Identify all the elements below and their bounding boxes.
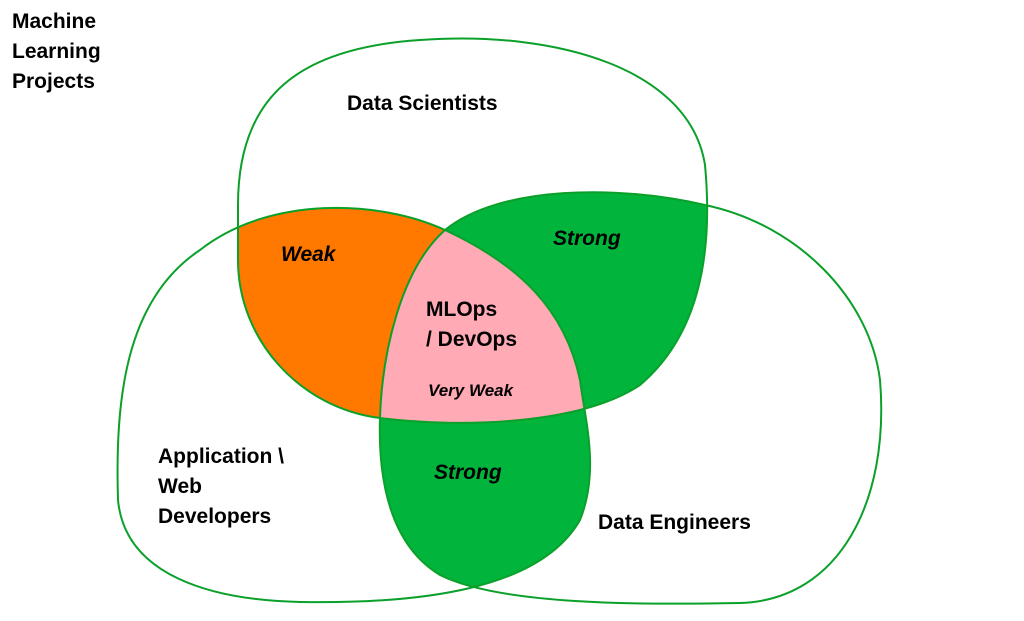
app-developers-label-line: Web <box>158 475 202 498</box>
very-weak-label: Very Weak <box>428 381 515 400</box>
app-developers-label-line: Developers <box>158 505 271 528</box>
title-line: Projects <box>12 70 95 93</box>
center-label-line: / DevOps <box>426 328 517 351</box>
title-line: Machine <box>12 10 96 33</box>
title-line: Learning <box>12 40 101 63</box>
strong-label-app-de: Strong <box>434 461 502 484</box>
strong-label-ds-de: Strong <box>553 227 621 250</box>
center-label: MLOps / DevOps <box>426 298 517 351</box>
app-developers-label: Application \ Web Developers <box>158 445 290 528</box>
data-scientists-label: Data Scientists <box>347 92 498 115</box>
diagram-title: Machine Learning Projects <box>12 10 107 93</box>
center-label-line: MLOps <box>426 298 497 321</box>
weak-label: Weak <box>281 243 337 266</box>
app-developers-label-line: Application \ <box>158 445 284 468</box>
data-engineers-label: Data Engineers <box>598 511 751 534</box>
